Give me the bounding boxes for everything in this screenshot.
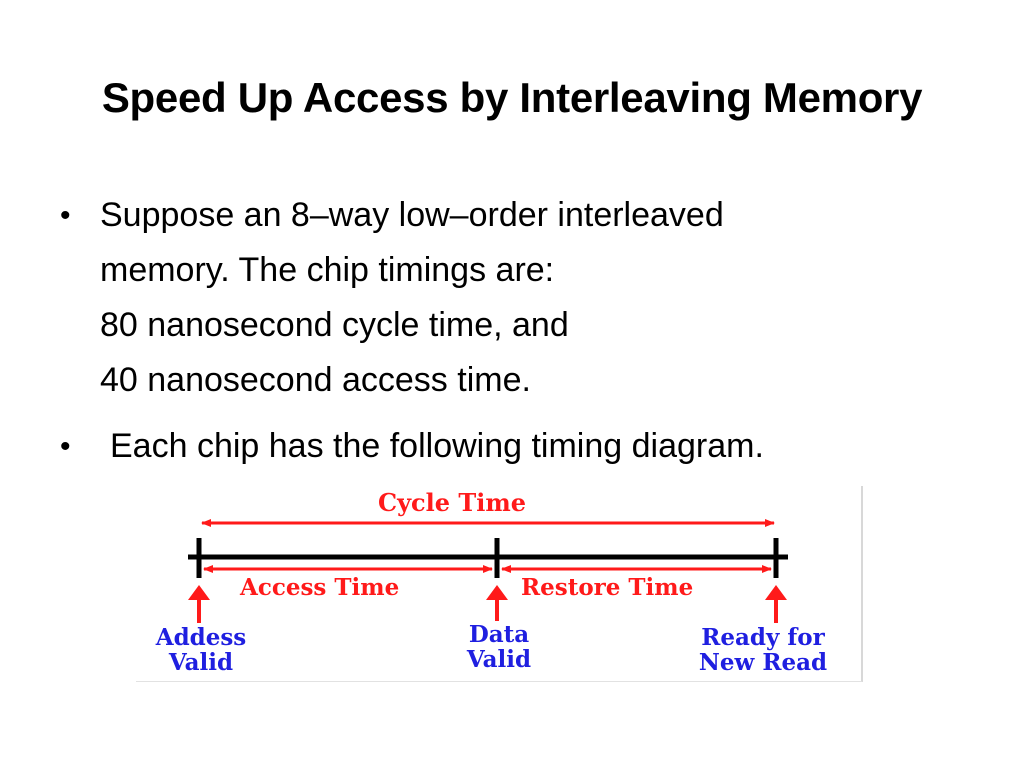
bullet-item: • Suppose an 8–way low–order interleaved… bbox=[60, 188, 960, 408]
bullet-line: Suppose an 8–way low–order interleaved bbox=[100, 196, 724, 234]
bullet-dot: • bbox=[60, 430, 71, 463]
slide-title: Speed Up Access by Interleaving Memory bbox=[101, 74, 923, 121]
data-valid-up-arrow bbox=[486, 585, 508, 621]
timing-diagram-graphics bbox=[188, 519, 788, 623]
address-valid-up-arrow bbox=[188, 585, 210, 623]
ready-new-read-line: New Read bbox=[698, 649, 828, 676]
cycle-time-label: Cycle Time bbox=[378, 488, 527, 517]
ready-new-read-up-arrow bbox=[765, 585, 787, 623]
address-valid-line: Addess bbox=[155, 624, 247, 651]
bullet-line: memory. The chip timings are: bbox=[100, 251, 555, 289]
bullet-line: 80 nanosecond cycle time, and bbox=[100, 306, 569, 344]
timing-diagram: Cycle Time Access Time Restore Time Adde… bbox=[136, 486, 863, 682]
data-valid-line: Valid bbox=[466, 646, 532, 673]
address-valid-line: Valid bbox=[168, 649, 234, 676]
bullet-line: 40 nanosecond access time. bbox=[100, 361, 531, 399]
ready-new-read-line: Ready for bbox=[701, 624, 825, 651]
address-valid-label: Addess Valid bbox=[136, 625, 266, 675]
bullet-item: • Each chip has the following timing dia… bbox=[60, 419, 960, 474]
bullet-dot: • bbox=[60, 199, 71, 232]
ready-new-read-label: Ready for New Read bbox=[668, 625, 858, 675]
data-valid-label: Data Valid bbox=[444, 622, 554, 672]
bullet-list: • Suppose an 8–way low–order interleaved… bbox=[60, 188, 960, 474]
restore-time-label: Restore Time bbox=[521, 574, 694, 601]
data-valid-line: Data bbox=[468, 621, 530, 648]
access-time-label: Access Time bbox=[240, 574, 400, 601]
bullet-line: Each chip has the following timing diagr… bbox=[110, 427, 764, 465]
